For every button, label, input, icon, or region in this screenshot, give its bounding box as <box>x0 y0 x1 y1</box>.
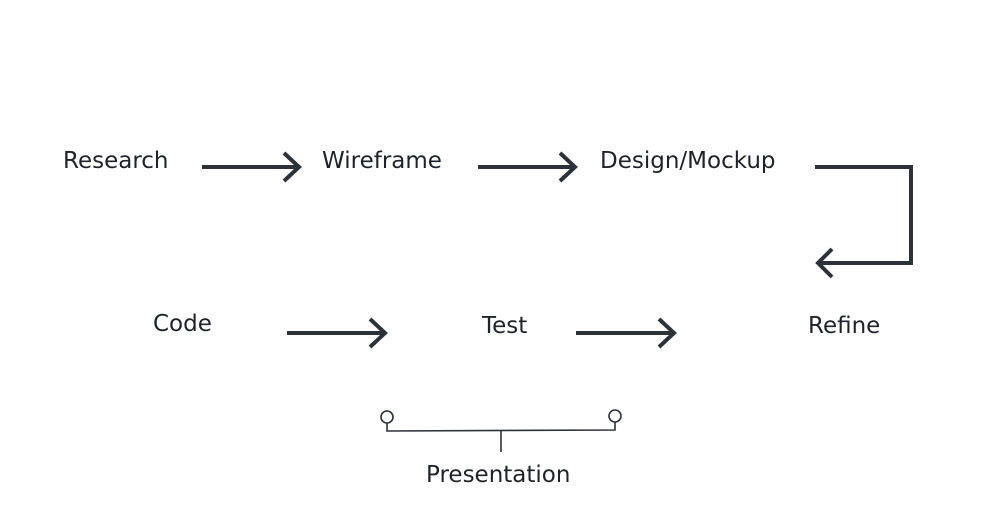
arrow-design-to-refine <box>815 165 913 279</box>
bracket-left-endpoint <box>380 410 394 424</box>
arrow-code-to-test <box>287 317 388 349</box>
step-research: Research <box>63 148 169 174</box>
arrow-research-to-wireframe <box>202 151 302 183</box>
presentation-bracket <box>380 409 622 452</box>
presentation-label: Presentation <box>426 462 571 488</box>
step-wireframe: Wireframe <box>322 148 442 174</box>
step-refine: Refine <box>808 313 881 339</box>
step-test: Test <box>482 313 528 339</box>
step-code: Code <box>153 311 212 337</box>
arrow-wireframe-to-design <box>478 151 578 183</box>
step-design-mockup: Design/Mockup <box>600 148 776 174</box>
bracket-right-endpoint <box>608 409 622 423</box>
arrow-test-to-refine <box>576 317 677 349</box>
